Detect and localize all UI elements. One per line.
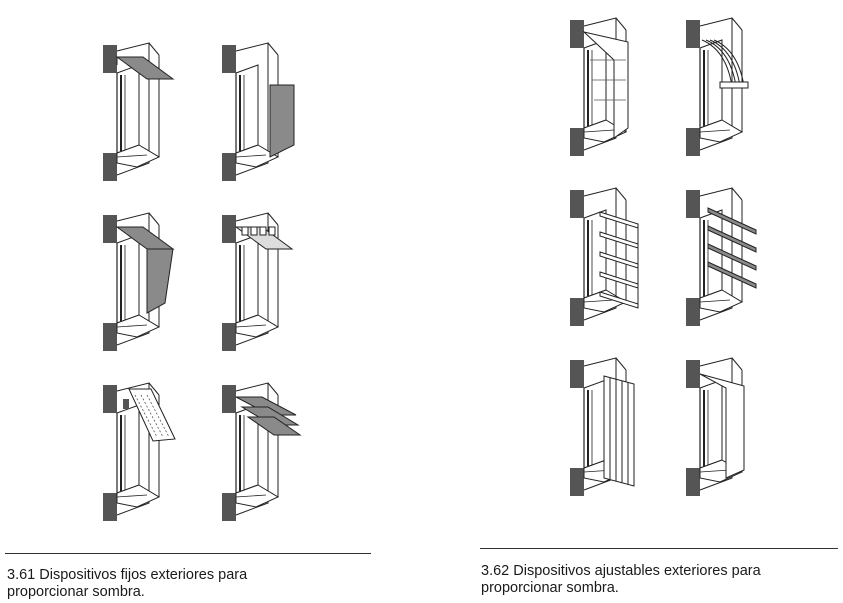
roll-shutter-device [685, 357, 745, 497]
caption-rule-left [5, 553, 371, 554]
louvered-overhang-device [221, 212, 294, 352]
horizontal-adjustable-louvers-device [569, 187, 639, 327]
overhang-with-vertical-louvers-device [102, 382, 176, 522]
roll-up-awning-device [685, 17, 749, 157]
angled-horizontal-louvers-device [685, 187, 757, 327]
caption-3-62-line-1: 3.62 Dispositivos ajustables exteriores … [481, 563, 761, 579]
fig-3-62-devices [569, 17, 757, 497]
vertical-fin-device [221, 42, 295, 182]
multi-blade-overhang-device [221, 382, 302, 522]
caption-3-61-line-2: proporcionar sombra. [7, 584, 145, 600]
caption-rule-right [480, 548, 838, 549]
vertical-adjustable-louvers-device [569, 357, 635, 497]
overhang-device [102, 42, 175, 182]
caption-3-62: 3.62 Dispositivos ajustables exteriores … [481, 563, 761, 597]
awning-device [569, 17, 629, 157]
overhang-with-side-fin-device [102, 212, 175, 352]
fig-3-61-devices [102, 42, 302, 522]
caption-3-61-line-1: 3.61 Dispositivos fijos exteriores para [7, 567, 248, 583]
caption-3-61: 3.61 Dispositivos fijos exteriores para … [7, 567, 247, 601]
caption-3-62-line-2: proporcionar sombra. [481, 580, 619, 596]
